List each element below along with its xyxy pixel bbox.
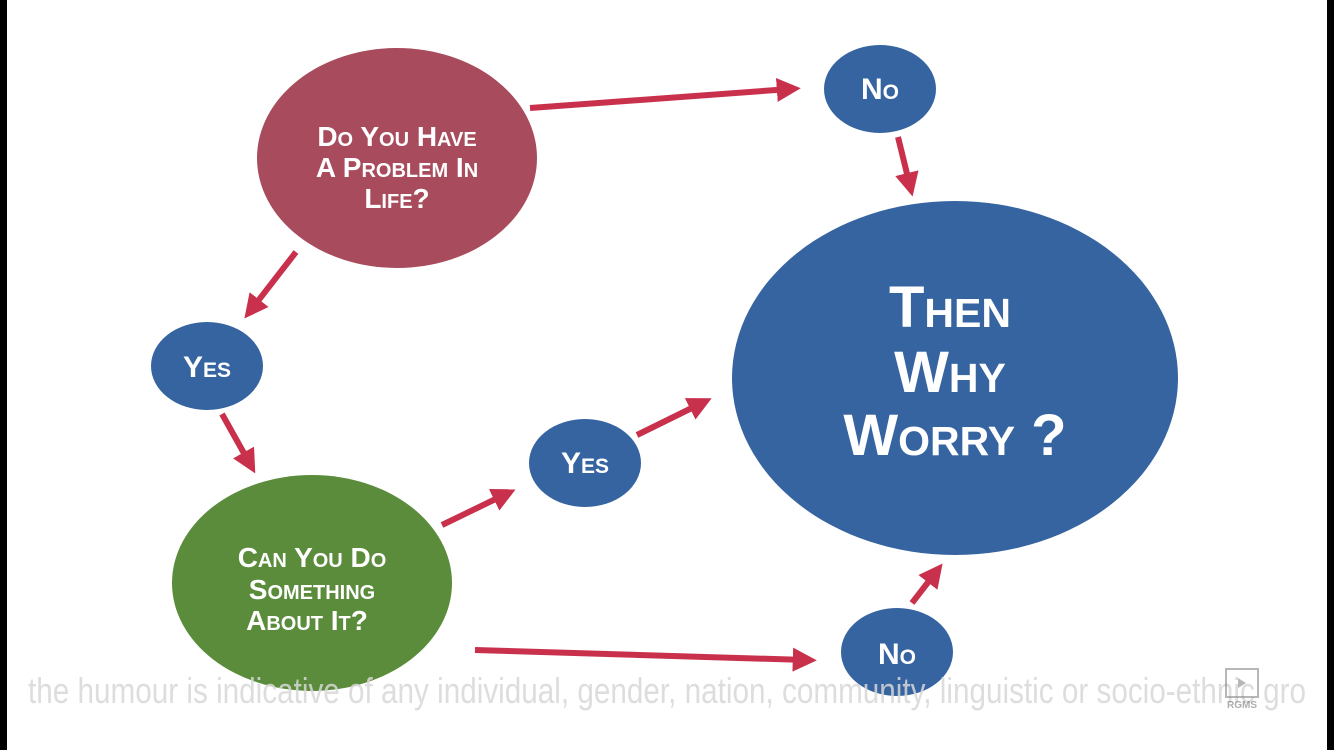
node-question-problem: Do You Have A Problem In Life? — [257, 48, 537, 268]
arrow-q1-yes — [244, 250, 299, 319]
arrow-no-result — [895, 136, 919, 197]
node-question-act: Can You Do Something About It? — [172, 475, 452, 691]
no-top-label: No — [861, 73, 899, 106]
node-yes-mid: Yes — [529, 419, 641, 507]
result-line3: Worry ? — [843, 403, 1066, 468]
arrow-yes-result — [635, 398, 712, 438]
result-line1: Then — [889, 275, 1011, 340]
arrow-no-result-bottom — [909, 563, 943, 605]
yes-mid-label: Yes — [561, 447, 609, 480]
node-no-bottom: No — [841, 608, 953, 696]
watermark-text: RGMS — [1227, 700, 1257, 711]
q2-line2: Something — [249, 574, 375, 605]
q1-line2: A Problem In — [316, 152, 478, 183]
disclaimer-caption: the humour is indicative of any individu… — [28, 670, 1306, 711]
arrow-yes-q2 — [219, 412, 256, 474]
arrow-q2-no — [474, 647, 817, 672]
q1-line1: Do You Have — [317, 121, 476, 152]
node-result: Then Why Worry ? — [732, 201, 1178, 555]
node-no-top: No — [824, 45, 936, 133]
q2-line1: Can You Do — [238, 542, 387, 573]
result-line2: Why — [894, 340, 1006, 405]
no-bottom-label: No — [878, 638, 916, 671]
arrows — [219, 77, 943, 672]
node-yes-left: Yes — [151, 322, 263, 410]
arrow-q2-yes — [440, 488, 516, 528]
yes-left-label: Yes — [183, 351, 231, 384]
rgms-watermark-logo: RGMS — [1225, 668, 1259, 711]
arrow-q1-no — [529, 77, 801, 111]
q2-line3: About It? — [246, 605, 368, 636]
q1-line3: Life? — [364, 183, 429, 214]
